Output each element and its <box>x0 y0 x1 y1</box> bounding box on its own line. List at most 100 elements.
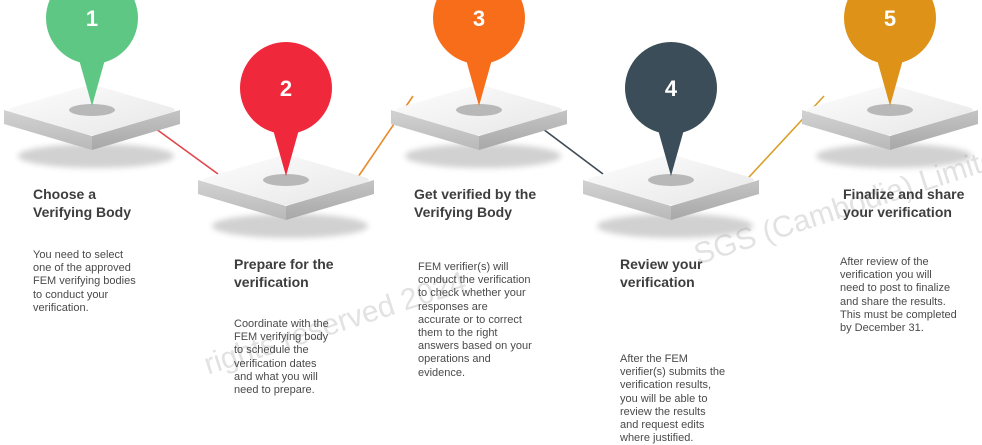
pin-tip <box>78 56 106 106</box>
platform-side-left <box>391 110 479 150</box>
step-number: 3 <box>473 6 485 31</box>
pin-base <box>69 104 115 116</box>
step-1-title: Choose a Verifying Body <box>33 185 131 221</box>
description-line: and share the results. <box>840 295 946 308</box>
description-line: to check whether your <box>418 287 526 300</box>
title-line: verification <box>234 274 309 290</box>
platform-side-right <box>890 110 978 150</box>
description-line: to conduct your <box>33 288 109 301</box>
description-line: After the FEM <box>620 353 688 365</box>
platform-shadow <box>405 144 561 168</box>
description-line: FEM verifier(s) will <box>418 261 509 273</box>
description-line: them to the right <box>418 327 498 340</box>
title-line: Choose a <box>33 186 97 202</box>
title-line: your verification <box>843 204 952 220</box>
description-line: and what you will <box>234 370 318 383</box>
pin-tip <box>657 126 685 176</box>
platform-side-right <box>479 110 567 150</box>
description-line: verification dates <box>234 357 317 370</box>
step-3-pin-icon: 3 <box>433 0 525 106</box>
step-number: 2 <box>280 76 292 101</box>
step-3-platform: 3 <box>391 0 567 168</box>
step-1-pin-icon: 1 <box>46 0 138 106</box>
pin-tip <box>876 56 904 106</box>
description-line: FEM verifying bodies <box>33 275 136 288</box>
pin-base <box>456 104 502 116</box>
description-line: verification you will <box>840 269 932 282</box>
description-line: evidence. <box>418 366 466 379</box>
description-line: operations and <box>418 353 491 366</box>
step-number: 4 <box>665 76 678 101</box>
step-5-pin-icon: 5 <box>844 0 936 106</box>
platform-side-right <box>671 180 759 220</box>
description-line: by December 31. <box>840 322 924 335</box>
description-line: verification results, <box>620 379 712 392</box>
description-line: You need to select <box>33 249 124 261</box>
description-line: conduct the verification <box>418 274 531 287</box>
description-line: responses are <box>418 300 488 313</box>
step-2-platform: 2 <box>198 42 374 238</box>
platform-side-left <box>802 110 890 150</box>
title-line: Verifying Body <box>33 204 132 220</box>
description-line: This must be completed <box>840 308 957 321</box>
platform-shadow <box>18 144 174 168</box>
pin-tip <box>272 126 300 176</box>
pin-base <box>648 174 694 186</box>
step-4-pin-icon: 4 <box>625 42 717 176</box>
description-line: answers based on your <box>418 340 532 353</box>
pin-head <box>46 0 138 64</box>
description-line: After review of the <box>840 256 929 268</box>
platform-side-right <box>92 110 180 150</box>
description-line: to schedule the <box>234 344 309 357</box>
pin-head <box>844 0 936 64</box>
description-line: verifier(s) submits the <box>620 366 726 379</box>
pin-head <box>240 42 332 134</box>
pin-base <box>263 174 309 186</box>
platform-side-right <box>286 180 374 220</box>
step-4-title: Review your verification <box>620 255 702 291</box>
title-line: Verifying Body <box>414 204 513 220</box>
title-line: Prepare for the <box>234 256 334 272</box>
pin-head <box>433 0 525 64</box>
description-line: and request edits <box>620 419 705 432</box>
step-number: 1 <box>86 6 98 31</box>
pin-tip <box>465 56 493 106</box>
step-1-platform: 1 <box>4 0 180 168</box>
title-line: Review your <box>620 256 703 272</box>
platform-side-left <box>4 110 92 150</box>
step-4-platform: 4 <box>583 42 759 238</box>
pin-base <box>867 104 913 116</box>
step-5-title: Finalize and share your verification <box>843 185 964 221</box>
description-line: Coordinate with the <box>234 318 329 330</box>
platform-side-left <box>583 180 671 220</box>
title-line: Finalize and share <box>843 186 965 202</box>
step-5-platform: 5 <box>802 0 978 168</box>
step-2-pin-icon: 2 <box>240 42 332 176</box>
description-line: verification. <box>33 301 89 314</box>
description-line: where justified. <box>620 432 694 445</box>
description-line: need to post to finalize <box>840 282 951 295</box>
description-line: you will be able to <box>620 392 708 405</box>
platform-shadow <box>212 214 368 238</box>
platform-shadow <box>597 214 753 238</box>
description-line: one of the approved <box>33 262 131 275</box>
connector-line <box>151 125 219 175</box>
step-number: 5 <box>884 6 896 31</box>
platform-side-left <box>198 180 286 220</box>
pin-head <box>625 42 717 134</box>
description-line: need to prepare. <box>234 384 315 397</box>
title-line: verification <box>620 274 695 290</box>
connector-line <box>538 125 604 175</box>
description-line: accurate or to correct <box>418 313 522 326</box>
step-2-title: Prepare for the verification <box>234 255 334 291</box>
description-line: FEM verifying body <box>234 331 329 344</box>
description-line: review the results <box>620 405 706 418</box>
platform-shadow <box>816 144 972 168</box>
